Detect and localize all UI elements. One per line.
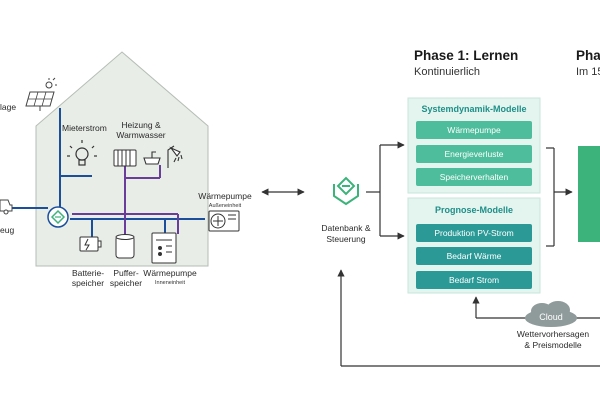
shower-icon [167,145,183,168]
controller-logo-icon [333,176,359,206]
phase2-subtitle: Im 15 [576,66,600,78]
heatpump-outdoor-icon [208,210,240,232]
cloud-icon [525,301,577,327]
phase1-subtitle: Kontinuierlich [414,66,481,78]
car-icon [0,199,13,215]
light-bulb-icon [67,140,97,166]
model-storage-behavior: Speicherverhalten [416,168,532,186]
heating-water-label-2: Warmwasser [116,130,166,140]
models-output-bracket [546,147,573,247]
sink-icon [143,151,161,165]
heatpump-outdoor-sublabel: Außeneinheit [208,203,242,209]
phase1-title: Phase 1: Lernen [414,48,519,63]
heat-lines [72,165,179,236]
hub-logo-icon [47,206,69,228]
car-label: eug [0,225,15,235]
battery-label-2: speicher [71,278,105,288]
buffer-label-2: speicher [109,278,143,288]
forecast-models-title: Prognose-Modelle [434,205,513,215]
sun-icon [45,77,57,89]
power-lines [0,108,205,238]
heatpump-indoor-label: Wärmepumpe [143,268,197,278]
forecast-power-demand: Bedarf Strom [416,271,532,289]
phase2-box [578,146,600,242]
cloud-caption-1: Wettervorhersagen [516,329,590,339]
model-heatpump: Wärmepumpe [416,121,532,139]
forecast-pv-production: Produktion PV-Strom [416,224,532,242]
phase2-title: Phas [576,48,600,63]
model-energy-losses: Energieverluste [416,145,532,163]
heating-water-label-1: Heizung & [121,120,161,130]
battery-label-1: Batterie- [71,268,105,278]
forecast-heat-demand: Bedarf Wärme [416,247,532,265]
buffer-label-1: Puffer- [113,268,139,278]
buffer-tank-icon [115,234,135,259]
cloud-label: Cloud [539,312,563,322]
controller-to-models-arrows [366,141,405,240]
heatpump-outdoor-label: Wärmepumpe [198,191,252,201]
battery-icon [79,236,102,252]
pv-label: lage [0,102,17,112]
system-models-title: Systemdynamik-Modelle [421,104,527,114]
controller-label-2: Steuerung [326,234,366,244]
controller-label-1: Datenbank & [321,223,371,233]
heatpump-indoor-icon [151,232,177,264]
solar-panel-icon [25,91,55,111]
tenant-power-label: Mieterstrom [62,123,107,133]
bottom-feedback-arrow [337,269,600,367]
heatpump-indoor-sublabel: Inneneinheit [155,280,185,286]
radiator-icon [113,149,137,167]
cloud-caption-2: & Preismodelle [524,340,582,350]
